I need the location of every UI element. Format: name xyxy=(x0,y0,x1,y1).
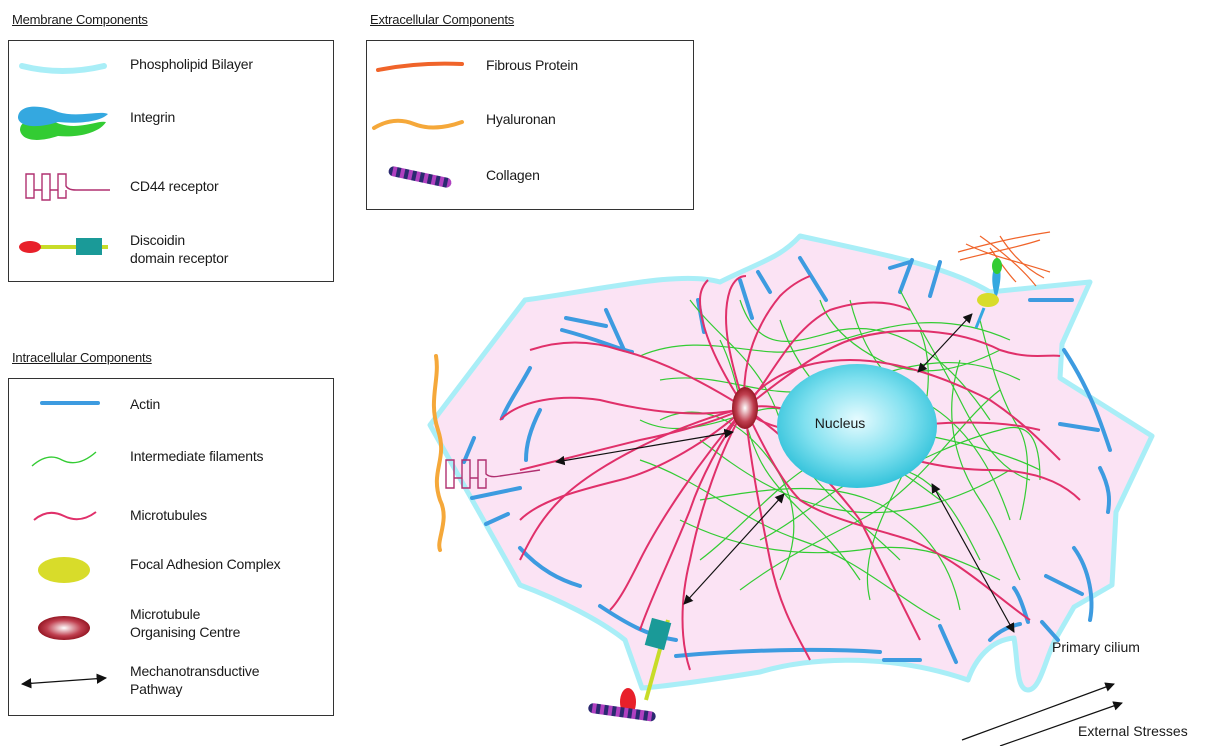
legend-label-mtoc: Microtubule Organising Centre xyxy=(130,606,241,640)
fibrous-protein-icon xyxy=(376,61,464,72)
membrane-components-heading: Membrane Components xyxy=(12,12,148,27)
fibrous-protein-mesh xyxy=(957,231,1051,287)
pathway-nucleus-to-cilium xyxy=(931,483,1015,633)
intracellular-legend-box xyxy=(8,378,334,716)
focal-adhesion-complex-icon xyxy=(38,557,90,583)
legend-label-hyaluronan: Hyaluronan xyxy=(486,111,556,127)
integrin-icon xyxy=(18,106,108,140)
pathway-ddr-to-microtubule xyxy=(683,493,785,605)
intracellular-components-heading: Intracellular Components xyxy=(12,350,152,365)
membrane-legend-box xyxy=(8,40,334,282)
mechanotransductive-pathways xyxy=(555,313,1015,633)
pathway-integrin-to-nucleus xyxy=(917,313,973,373)
hyaluronan-icon xyxy=(372,118,464,130)
legend-label-fibrous-protein: Fibrous Protein xyxy=(486,57,578,73)
mechanotransductive-pathway-icon xyxy=(20,673,108,689)
hyaluronan-strand xyxy=(431,354,446,552)
primary-cilium-label: Primary cilium xyxy=(1052,639,1140,655)
extracellular-components-heading: Extracellular Components xyxy=(370,12,515,27)
external-stress-arrows xyxy=(961,682,1123,746)
legend-label-integrin: Integrin xyxy=(130,109,176,125)
collagen-fiber xyxy=(588,703,656,722)
legend-label-intermediate-filaments: Intermediate filaments xyxy=(130,448,264,464)
legend-label-mechanotransductive-pathway: Mechanotransductive Pathway xyxy=(130,663,260,697)
collagen-icon xyxy=(388,166,452,188)
microtubule-icon xyxy=(33,511,97,521)
legend-label-phospholipid-bilayer: Phospholipid Bilayer xyxy=(130,56,253,72)
legend-label-focal-adhesion-complex: Focal Adhesion Complex xyxy=(130,556,281,572)
integrin xyxy=(974,258,1002,329)
focal-adhesion-complex xyxy=(977,293,999,307)
cd44-receptor-icon xyxy=(25,173,110,201)
discoidin-domain-receptor-icon xyxy=(19,238,108,255)
legend-label-discoidin-domain-receptor: Discoidin domain receptor xyxy=(130,232,229,266)
pathway-cd44-to-mtoc xyxy=(555,428,734,466)
legend-label-collagen: Collagen xyxy=(486,167,540,183)
nucleus-label: Nucleus xyxy=(815,415,866,431)
legend-label-actin: Actin xyxy=(130,396,161,412)
mtoc-icon xyxy=(38,616,90,640)
external-stresses-label: External Stresses xyxy=(1078,723,1188,739)
nucleus xyxy=(777,364,937,488)
legend-label-microtubules: Microtubules xyxy=(130,507,207,523)
phospholipid-bilayer-icon xyxy=(19,63,107,74)
intermediate-filament-icon xyxy=(31,451,97,467)
legend-label-cd44-receptor: CD44 receptor xyxy=(130,178,219,194)
cd44-receptor xyxy=(445,459,541,489)
mtoc xyxy=(732,387,758,429)
